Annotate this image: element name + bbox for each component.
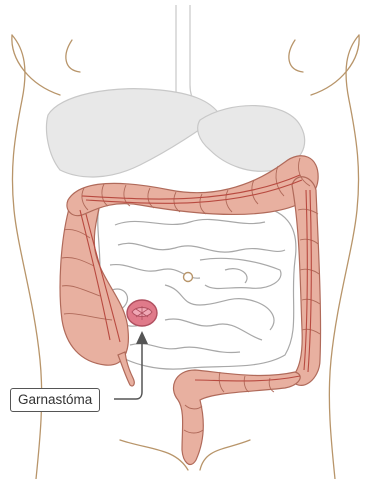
navel-marker: [184, 273, 193, 282]
stoma: [127, 300, 157, 326]
liver: [47, 89, 221, 177]
stoma-label: Garnastóma: [10, 388, 100, 412]
